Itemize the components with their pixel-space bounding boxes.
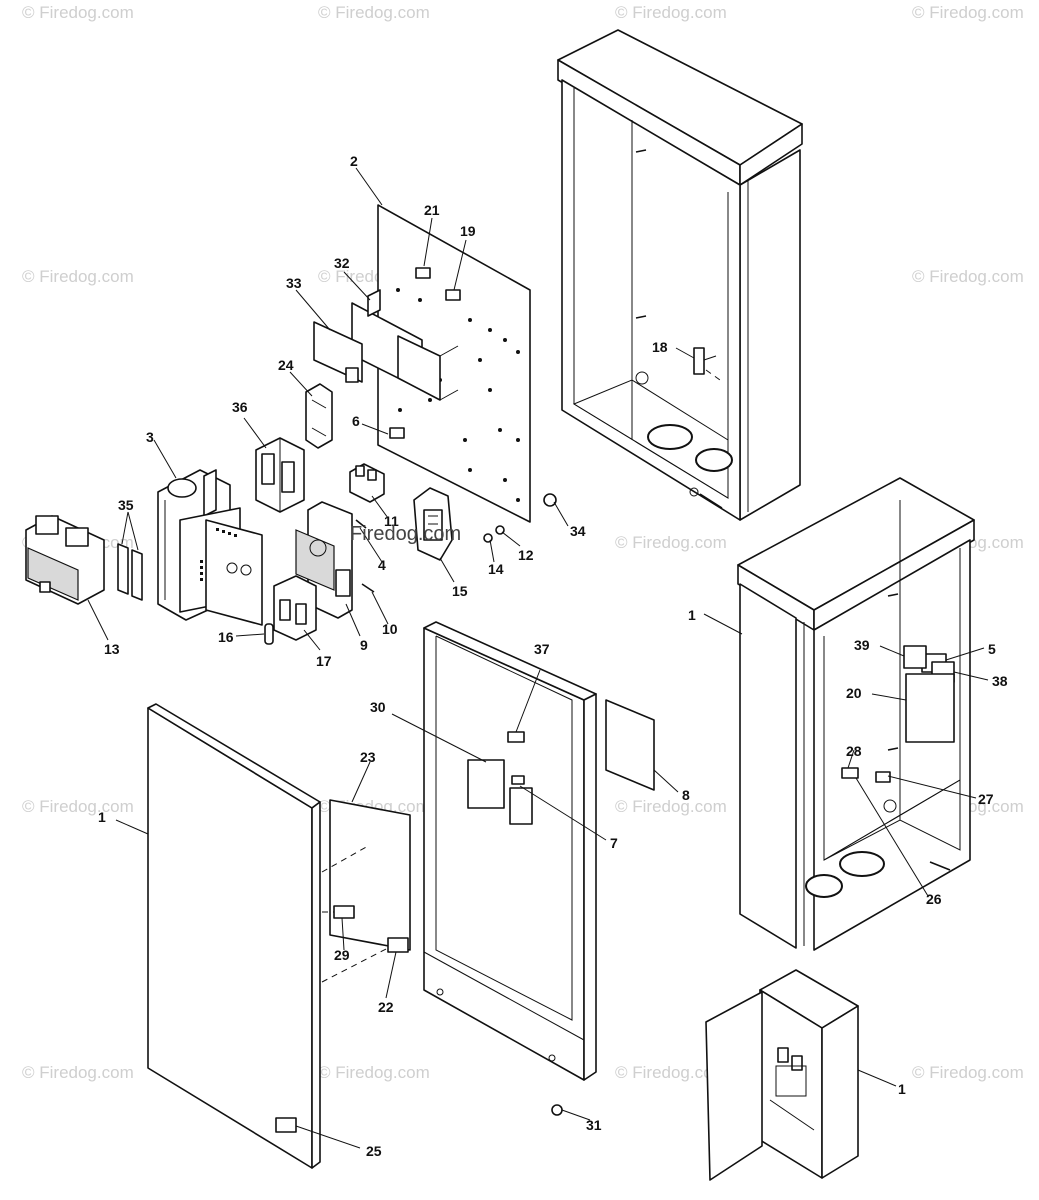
part-label-15: 15	[452, 583, 468, 599]
part-label-32: 32	[334, 255, 350, 271]
part-label-35: 35	[118, 497, 134, 513]
part-label-30: 30	[370, 699, 386, 715]
part-label-6: 6	[352, 413, 360, 429]
part-label-33: 33	[286, 275, 302, 291]
watermark: © Firedog.com	[615, 797, 727, 816]
part-label-5: 5	[988, 641, 996, 657]
dead-front-panel	[423, 621, 597, 1116]
part-11	[349, 463, 385, 503]
part-label-34: 34	[570, 523, 586, 539]
part-label-22: 22	[378, 999, 394, 1015]
part-label-3: 3	[146, 429, 154, 445]
part-label-29: 29	[334, 947, 350, 963]
watermark: © Firedog.com	[318, 3, 430, 22]
enclosure-assembled	[705, 969, 859, 1181]
part-label-37: 37	[534, 641, 550, 657]
part-label-1: 1	[898, 1081, 906, 1097]
part-label-26: 26	[926, 891, 942, 907]
backplate	[377, 204, 531, 523]
part-35-plates	[117, 543, 143, 601]
part-23-sheet	[321, 799, 411, 983]
part-label-38: 38	[992, 673, 1008, 689]
part-label-24: 24	[278, 357, 294, 373]
part-label-12: 12	[518, 547, 534, 563]
part-label-23: 23	[360, 749, 376, 765]
part-24	[305, 383, 333, 449]
part-15	[413, 487, 453, 561]
part-36-breaker	[255, 437, 305, 513]
watermark: © Firedog.com	[615, 3, 727, 22]
watermark-overlay: Firedog.com	[350, 523, 461, 545]
part-3-transfer-switch	[157, 469, 263, 626]
part-label-17: 17	[316, 653, 332, 669]
part-label-1: 1	[98, 809, 106, 825]
part-label-19: 19	[460, 223, 476, 239]
part-label-4: 4	[378, 557, 386, 573]
part-label-9: 9	[360, 637, 368, 653]
part-33-plate	[313, 321, 363, 383]
leader-lines	[87, 167, 989, 1149]
part-9-control-board	[295, 501, 353, 619]
part-label-7: 7	[610, 835, 618, 851]
enclosure-top	[557, 29, 803, 521]
part-label-20: 20	[846, 685, 862, 701]
part-label-39: 39	[854, 637, 870, 653]
part-label-25: 25	[366, 1143, 382, 1159]
watermark: © Firedog.com	[912, 1063, 1024, 1082]
part-label-16: 16	[218, 629, 234, 645]
watermark: © Firedog.com	[318, 1063, 430, 1082]
enclosure-middle	[737, 477, 975, 951]
part-label-31: 31	[586, 1117, 602, 1133]
part-32-bracket	[351, 289, 459, 401]
watermark: © Firedog.com	[22, 3, 134, 22]
part-label-8: 8	[682, 787, 690, 803]
watermark: © Firedog.com	[912, 267, 1024, 286]
door-left	[147, 703, 321, 1169]
part-label-13: 13	[104, 641, 120, 657]
part-label-36: 36	[232, 399, 248, 415]
screws	[355, 519, 375, 593]
part-label-1: 1	[688, 607, 696, 623]
part-13-contactor	[25, 515, 105, 605]
part-16-fuse	[264, 623, 274, 645]
watermark: © Firedog.com	[615, 533, 727, 552]
part-labels: 2 21 19 32 33 24 36 3 6 35 13 11 4 10 9 …	[98, 153, 1008, 1159]
part-label-21: 21	[424, 202, 440, 218]
watermark: © Firedog.com	[22, 797, 134, 816]
part-label-10: 10	[382, 621, 398, 637]
part-17	[273, 575, 317, 641]
part-label-27: 27	[978, 791, 994, 807]
part-label-28: 28	[846, 743, 862, 759]
watermark: © Firedog.com	[615, 1063, 727, 1082]
watermark: © Firedog.com	[22, 267, 134, 286]
watermark: © Firedog.com	[22, 1063, 134, 1082]
watermark: © Firedog.com	[912, 3, 1024, 22]
part-label-14: 14	[488, 561, 504, 577]
part-label-2: 2	[350, 153, 358, 169]
part-8-sheet	[605, 699, 655, 791]
part-label-18: 18	[652, 339, 668, 355]
part-label-11: 11	[384, 513, 399, 529]
